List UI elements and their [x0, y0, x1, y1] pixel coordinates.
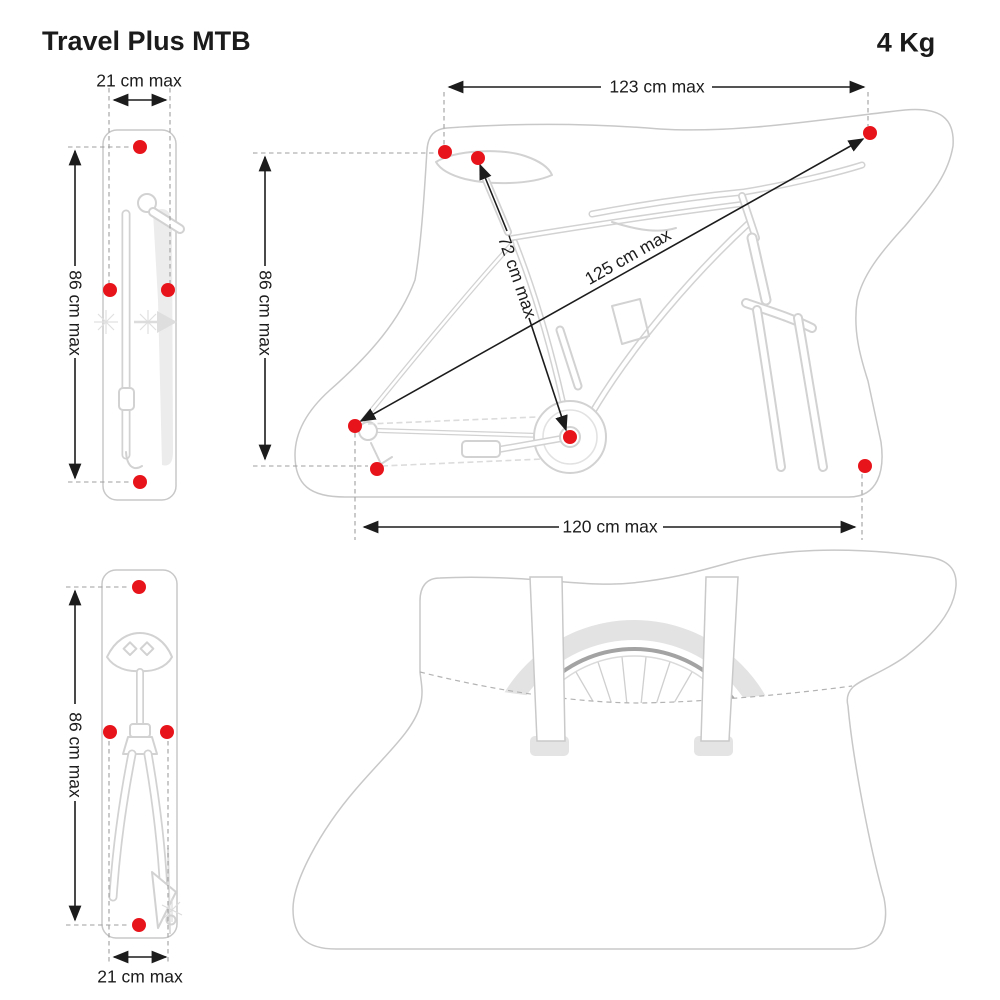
- attachment-dot: [132, 580, 146, 594]
- dim-label-height-top-front: 86 cm max: [65, 270, 86, 356]
- attachment-dot: [863, 126, 877, 140]
- attachment-dot: [160, 725, 174, 739]
- dim-label-width-bottom-front: 21 cm max: [97, 966, 183, 987]
- attachment-dot: [161, 283, 175, 297]
- dim-label-width-top-front: 21 cm max: [96, 70, 182, 91]
- front-view-bottom-bag: [66, 569, 183, 964]
- right-arrow-icon: [157, 311, 177, 333]
- dim-label-top-width-side: 123 cm max: [609, 76, 705, 97]
- strap-right: [700, 576, 739, 742]
- attachment-dot: [370, 462, 384, 476]
- wheel-inner-rim: [517, 655, 751, 703]
- opening-fold-line: [419, 671, 853, 704]
- wheel-rim: [509, 647, 759, 703]
- attachment-dot: [103, 725, 117, 739]
- wheel-tire: [482, 620, 786, 703]
- folded-bike-illustration-bottom: [106, 632, 183, 935]
- attachment-dot: [858, 459, 872, 473]
- weight-value: 4 Kg: [876, 27, 936, 58]
- strap-left: [529, 576, 566, 742]
- front-view-top-bag: [68, 88, 185, 501]
- attachment-dot: [471, 151, 485, 165]
- attachment-dot: [133, 140, 147, 154]
- folded-bike-illustration-top: [94, 193, 185, 470]
- attachment-dot: [133, 475, 147, 489]
- side-view-bag: [253, 80, 954, 540]
- wheel-in-opening: [482, 620, 786, 703]
- dim-label-bottom-width-side: 120 cm max: [562, 516, 658, 537]
- closed-bag-view: [292, 549, 957, 950]
- dim-label-height-side: 86 cm max: [255, 270, 276, 356]
- carry-straps: [529, 576, 739, 756]
- diagonal-dim-arrow: [359, 138, 865, 422]
- attachment-dot: [103, 283, 117, 297]
- attachment-dot: [563, 430, 577, 444]
- attachment-dot: [438, 145, 452, 159]
- page-title: Travel Plus MTB: [42, 26, 251, 56]
- dim-label-height-bottom-front: 86 cm max: [65, 712, 86, 798]
- attachment-dot: [348, 419, 362, 433]
- attachment-dot: [132, 918, 146, 932]
